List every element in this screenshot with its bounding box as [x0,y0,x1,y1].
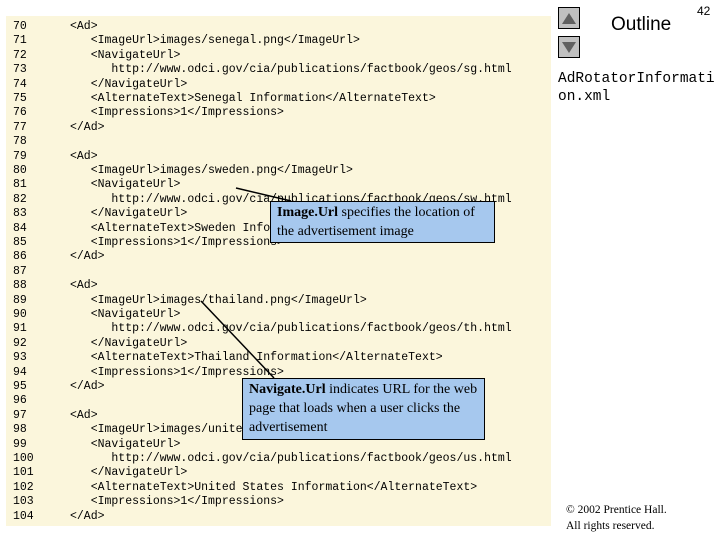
line-number: 86 [13,250,27,264]
code-text: </Ad> [70,509,105,523]
line-number: 102 [13,480,34,494]
callout-keyword: Navigate.Url [249,382,326,397]
arrow-navigateurl [200,300,275,379]
line-number: 73 [13,63,27,77]
code-text: </Ad> [70,380,105,393]
line-number: 95 [13,380,27,393]
line-number: 84 [13,221,27,235]
code-text: </NavigateUrl> [70,336,188,350]
line-number: 74 [13,77,27,91]
line-number: 88 [13,279,27,293]
code-text: <Impressions>1</Impressions> [70,365,284,379]
line-number: 83 [13,207,27,221]
line-number: 75 [13,92,27,105]
file-name: AdRotatorInformation.xml [558,71,715,105]
line-number: 93 [13,351,27,365]
arrow-imageurl [235,187,292,202]
line-number: 103 [13,495,34,509]
code-text: <NavigateUrl> [70,437,181,451]
code-text: <ImageUrl>images/thailand.png</ImageUrl> [70,293,367,307]
outline-title: Outline [611,14,672,35]
line-number: 81 [13,178,27,192]
code-text: <Ad> [70,408,98,422]
code-text: http://www.odci.gov/cia/publications/fac… [70,452,512,465]
code-text: <ImageUrl>images/sweden.png</ImageUrl> [70,164,353,177]
previous-slide-button[interactable] [558,7,580,29]
callout-keyword: Image.Url [277,205,339,220]
line-number: 91 [13,322,27,336]
code-text: <NavigateUrl> [70,308,181,321]
code-text: <Ad> [70,20,98,33]
code-text: <AlternateText>United States Information… [70,480,478,494]
line-number: 99 [13,437,27,451]
line-number: 92 [13,336,27,350]
line-number: 100 [13,452,34,465]
code-text: <ImageUrl>images/senegal.png</ImageUrl> [70,34,360,48]
line-number: 72 [13,48,27,62]
line-number: 78 [13,135,27,149]
code-text: <NavigateUrl> [70,48,181,62]
page-number: 42 [697,4,711,18]
line-number: 89 [13,293,27,307]
code-text: <AlternateText>Thailand Information</Alt… [70,351,443,365]
code-listing: 70 <Ad> 71 <ImageUrl>images/senegal.png</I… [6,16,551,526]
code-text: <Impressions>1</Impressions> [70,495,284,509]
code-text: </NavigateUrl> [70,207,188,221]
line-number: 94 [13,365,27,379]
up-arrow-icon [562,13,576,24]
line-number: 71 [13,34,27,48]
code-text: </NavigateUrl> [70,466,188,480]
code-text: http://www.odci.gov/cia/publications/fac… [70,322,512,336]
code-text: <Ad> [70,149,98,163]
line-number: 101 [13,466,34,480]
callout-text: specifies the location of the advertisem… [277,205,475,239]
code-text: <NavigateUrl> [70,178,181,192]
line-number: 77 [13,120,27,134]
next-slide-button[interactable] [558,36,580,58]
code-text: </NavigateUrl> [70,77,188,91]
line-number: 82 [13,192,27,206]
callout-text: indicates URL for the web page that load… [249,382,478,435]
line-number: 96 [13,394,27,408]
copyright-line-2: All rights reserved. [566,520,655,532]
code-text: </Ad> [70,120,105,134]
code-text: <Impressions>1</Impressions> [70,236,284,249]
line-number: 85 [13,236,27,249]
line-number: 104 [13,509,34,523]
line-number: 70 [13,20,27,33]
down-arrow-icon [562,42,576,53]
code-text: </Ad> [70,250,105,264]
copyright-line-1: © 2002 Prentice Hall. [566,504,667,516]
line-number: 97 [13,408,27,422]
copyright: © 2002 Prentice Hall. All rights reserve… [566,502,667,534]
line-number: 87 [13,264,27,278]
code-text: http://www.odci.gov/cia/publications/fac… [70,63,512,77]
line-number: 80 [13,164,27,177]
code-text: <AlternateText>Senegal Information</Alte… [70,92,436,105]
callout-navigateurl: Navigate.Url indicates URL for the web p… [242,378,485,440]
line-number: 76 [13,106,27,120]
callout-imageurl: Image.Url specifies the location of the … [270,201,495,243]
line-number: 98 [13,423,27,437]
line-number: 79 [13,149,27,163]
code-text: <Impressions>1</Impressions> [70,106,284,120]
code-text: <Ad> [70,279,98,293]
line-number: 90 [13,308,27,321]
